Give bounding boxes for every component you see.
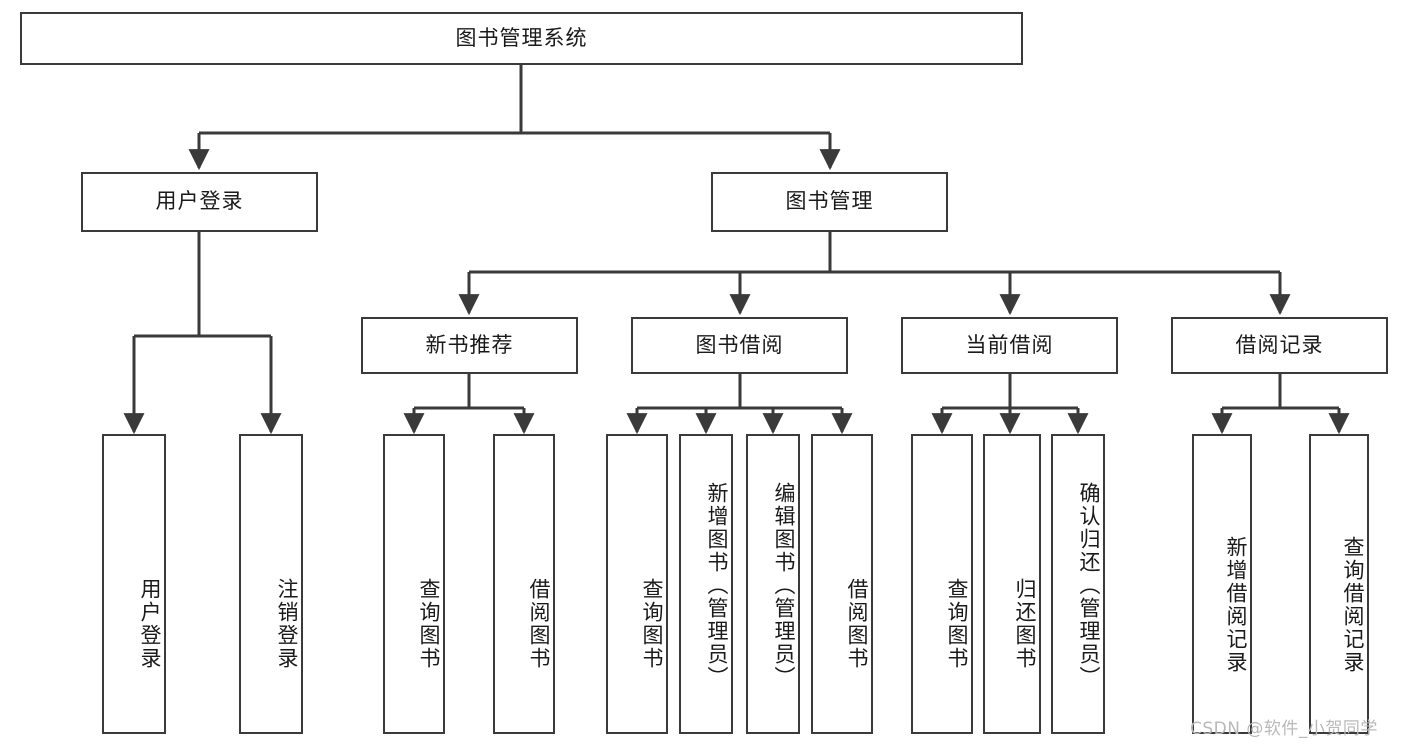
- leaf-query-book-3-label: 查询图书: [945, 578, 969, 670]
- node-current-borrow[interactable]: 当前借阅: [901, 317, 1118, 374]
- leaf-query-borrow-record[interactable]: 查询借阅记录: [1309, 434, 1369, 734]
- leaf-borrow-book-2-label: 借阅图书: [845, 578, 869, 670]
- node-book-borrow[interactable]: 图书借阅: [631, 317, 848, 374]
- leaf-borrow-book-1[interactable]: 借阅图书: [493, 434, 555, 734]
- leaf-query-book-1[interactable]: 查询图书: [383, 434, 445, 734]
- node-user-login[interactable]: 用户登录: [81, 172, 318, 232]
- leaf-query-book-2[interactable]: 查询图书: [606, 434, 668, 734]
- leaf-user-logout[interactable]: 注销登录: [239, 434, 303, 734]
- leaf-query-borrow-record-label: 查询借阅记录: [1341, 535, 1365, 674]
- leaf-add-book-admin[interactable]: 新增图书（管理员）: [679, 434, 733, 734]
- node-book-borrow-label: 图书借阅: [695, 332, 784, 357]
- root-node-label: 图书管理系统: [455, 25, 588, 50]
- leaf-query-book-2-label: 查询图书: [640, 578, 664, 670]
- leaf-add-book-admin-label: 新增图书（管理员）: [705, 481, 729, 689]
- leaf-add-borrow-record[interactable]: 新增借阅记录: [1192, 434, 1252, 734]
- root-node[interactable]: 图书管理系统: [20, 12, 1023, 65]
- leaf-borrow-book-2[interactable]: 借阅图书: [811, 434, 873, 734]
- node-new-book-recommend[interactable]: 新书推荐: [361, 317, 578, 374]
- leaf-user-logout-label: 注销登录: [275, 578, 299, 670]
- leaf-edit-book-admin-label: 编辑图书（管理员）: [772, 481, 796, 689]
- node-user-login-label: 用户登录: [155, 189, 244, 214]
- node-book-management-label: 图书管理: [785, 189, 874, 214]
- leaf-query-book-3[interactable]: 查询图书: [911, 434, 973, 734]
- leaf-confirm-return-admin-label: 确认归还（管理员）: [1077, 481, 1101, 689]
- node-borrow-record[interactable]: 借阅记录: [1171, 317, 1388, 374]
- leaf-return-book[interactable]: 归还图书: [983, 434, 1041, 734]
- leaf-borrow-book-1-label: 借阅图书: [527, 578, 551, 670]
- leaf-user-login-label: 用户登录: [138, 578, 162, 670]
- leaf-query-book-1-label: 查询图书: [417, 578, 441, 670]
- node-book-management[interactable]: 图书管理: [711, 172, 948, 232]
- leaf-add-borrow-record-label: 新增借阅记录: [1224, 535, 1248, 674]
- leaf-return-book-label: 归还图书: [1013, 578, 1037, 670]
- leaf-edit-book-admin[interactable]: 编辑图书（管理员）: [746, 434, 800, 734]
- leaf-confirm-return-admin[interactable]: 确认归还（管理员）: [1051, 434, 1105, 734]
- node-borrow-record-label: 借阅记录: [1235, 332, 1324, 357]
- node-new-book-recommend-label: 新书推荐: [425, 332, 514, 357]
- node-current-borrow-label: 当前借阅: [965, 332, 1054, 357]
- csdn-watermark: CSDN @软件_小贺同学: [1190, 719, 1378, 739]
- leaf-user-login[interactable]: 用户登录: [102, 434, 166, 734]
